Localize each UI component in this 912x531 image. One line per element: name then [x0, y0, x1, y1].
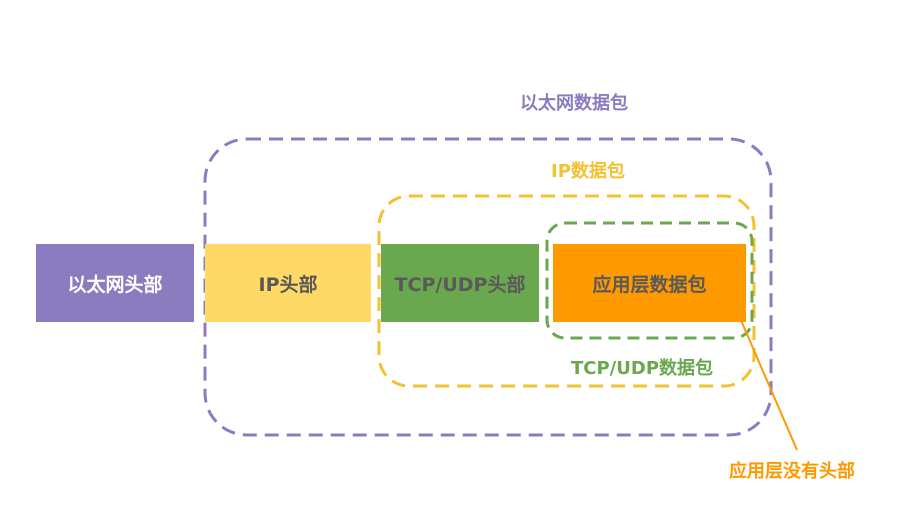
tcp-udp-header-label: TCP/UDP头部	[394, 273, 526, 296]
ip-header-block: IP头部	[205, 244, 371, 322]
annotation-label: 应用层没有头部	[729, 461, 855, 482]
ethernet-packet-label: 以太网数据包	[520, 93, 628, 114]
app-data-block: 应用层数据包	[553, 244, 746, 322]
ethernet-header-block: 以太网头部	[36, 244, 194, 322]
ip-packet-label: IP数据包	[551, 161, 625, 182]
ip-packet-outline	[377, 194, 756, 388]
tcp-udp-packet-outline	[545, 221, 754, 340]
ethernet-header-label: 以太网头部	[67, 273, 163, 296]
tcp-udp-header-block: TCP/UDP头部	[381, 244, 539, 322]
app-data-label: 应用层数据包	[592, 273, 707, 296]
ip-header-label: IP头部	[258, 273, 318, 296]
annotation-pointer-line	[739, 317, 798, 451]
tcp-udp-packet-label: TCP/UDP数据包	[571, 358, 714, 379]
